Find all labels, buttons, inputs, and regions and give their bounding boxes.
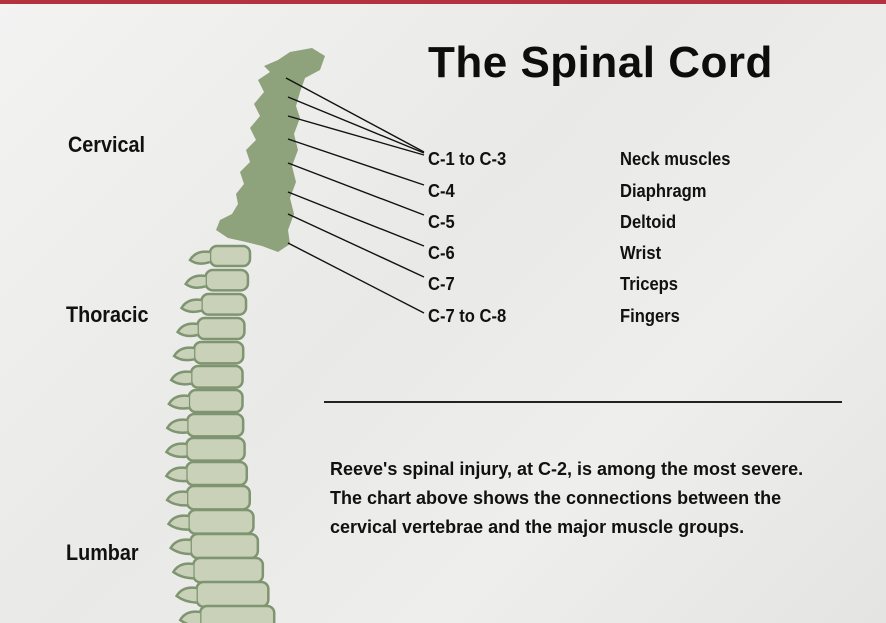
segment-label-c4: C-4 — [428, 181, 455, 202]
vertebra — [177, 582, 269, 607]
vertebra — [167, 414, 243, 436]
muscle-label-deltoid: Deltoid — [620, 212, 676, 233]
cervical-label: Cervical — [68, 132, 145, 158]
divider-line — [324, 401, 842, 403]
leader-lines — [286, 78, 424, 313]
vertebra — [166, 462, 246, 485]
muscle-label-diaphragm: Diaphragm — [620, 181, 707, 202]
segment-label-c6: C-6 — [428, 243, 455, 264]
lower-vertebrae — [166, 246, 274, 623]
muscle-label-fingers: Fingers — [620, 306, 680, 327]
vertebra — [178, 318, 245, 339]
vertebra — [166, 438, 244, 461]
muscle-label-triceps: Triceps — [620, 274, 678, 295]
segment-label-c7: C-7 — [428, 274, 455, 295]
vertebra — [190, 246, 250, 266]
segment-label-c7-c8: C-7 to C-8 — [428, 306, 506, 327]
vertebra — [173, 558, 262, 582]
vertebra — [171, 534, 258, 558]
cervical-vertebrae — [216, 48, 325, 252]
vertebra — [174, 342, 243, 363]
vertebra — [182, 294, 247, 315]
caption-text: Reeve's spinal injury, at C-2, is among … — [330, 455, 830, 542]
thoracic-label: Thoracic — [66, 302, 149, 328]
muscle-label-wrist: Wrist — [620, 243, 661, 264]
vertebra — [167, 486, 250, 509]
vertebra — [169, 390, 243, 412]
segment-label-c5: C-5 — [428, 212, 455, 233]
lumbar-label: Lumbar — [66, 540, 139, 566]
vertebra — [186, 270, 248, 290]
segment-label-c1-c3: C-1 to C-3 — [428, 149, 506, 170]
vertebra — [169, 510, 254, 534]
muscle-label-neck: Neck muscles — [620, 149, 730, 170]
vertebra — [171, 366, 242, 388]
vertebra — [180, 606, 274, 623]
page-title: The Spinal Cord — [428, 38, 773, 88]
